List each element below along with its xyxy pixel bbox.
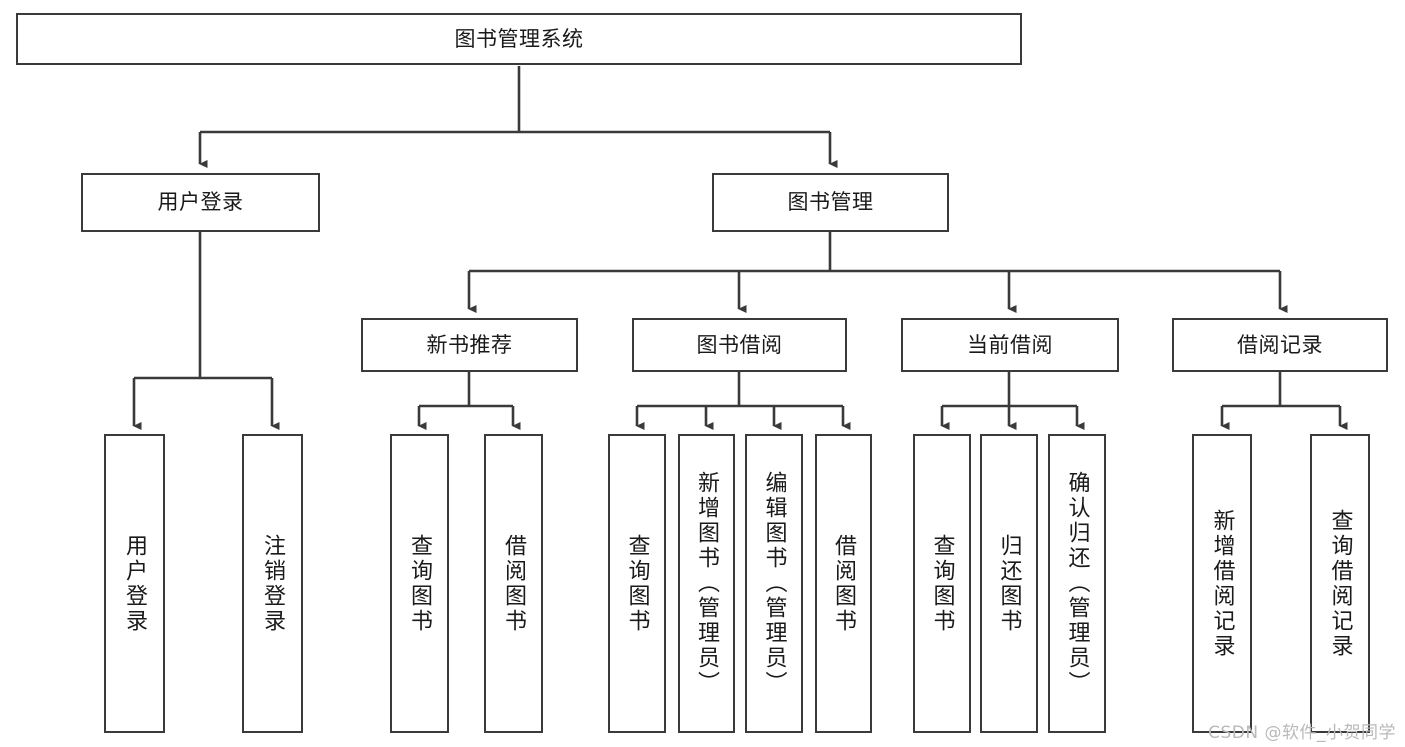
node-leaf-confirm-return-label: 确认归还（管理员） (1064, 471, 1090, 696)
node-user-login-label: 用户登录 (157, 190, 244, 215)
node-leaf-query-book-1-label: 查询图书 (407, 533, 433, 634)
node-leaf-borrow-book-2-label: 借阅图书 (831, 533, 857, 634)
node-leaf-edit-book-label: 编辑图书（管理员） (761, 471, 787, 696)
node-borrow-record-label: 借阅记录 (1237, 332, 1323, 357)
node-leaf-user-logout-label: 注销登录 (260, 533, 286, 634)
node-leaf-query-book-3-label: 查询图书 (929, 533, 955, 634)
node-leaf-query-book-3[interactable]: 查询图书 (913, 434, 971, 733)
node-leaf-query-book-2[interactable]: 查询图书 (608, 434, 666, 733)
node-leaf-query-record-label: 查询借阅记录 (1327, 508, 1353, 659)
node-book-borrow[interactable]: 图书借阅 (632, 318, 847, 372)
node-borrow-record[interactable]: 借阅记录 (1172, 318, 1388, 372)
node-leaf-add-record-label: 新增借阅记录 (1209, 508, 1235, 659)
node-leaf-borrow-book-2[interactable]: 借阅图书 (815, 434, 872, 733)
node-leaf-return-book[interactable]: 归还图书 (980, 434, 1038, 733)
node-leaf-user-login[interactable]: 用户登录 (104, 434, 165, 733)
node-new-book-recommend-label: 新书推荐 (426, 332, 513, 357)
node-leaf-user-logout[interactable]: 注销登录 (242, 434, 303, 733)
node-current-borrow-label: 当前借阅 (967, 332, 1053, 357)
node-leaf-confirm-return[interactable]: 确认归还（管理员） (1048, 434, 1106, 733)
node-leaf-user-login-label: 用户登录 (122, 533, 148, 634)
node-leaf-query-book-1[interactable]: 查询图书 (390, 434, 449, 733)
node-new-book-recommend[interactable]: 新书推荐 (361, 318, 578, 372)
node-leaf-borrow-book-1-label: 借阅图书 (501, 533, 527, 634)
node-book-manage[interactable]: 图书管理 (712, 173, 949, 232)
node-root[interactable]: 图书管理系统 (16, 13, 1022, 65)
node-leaf-return-book-label: 归还图书 (996, 533, 1022, 634)
node-leaf-query-record[interactable]: 查询借阅记录 (1310, 434, 1370, 733)
node-leaf-query-book-2-label: 查询图书 (624, 533, 650, 634)
node-leaf-edit-book[interactable]: 编辑图书（管理员） (745, 434, 803, 733)
node-book-borrow-label: 图书借阅 (696, 332, 783, 357)
node-leaf-add-book-label: 新增图书（管理员） (694, 471, 720, 696)
node-leaf-add-record[interactable]: 新增借阅记录 (1192, 434, 1252, 733)
csdn-watermark: CSDN @软件_小贺同学 (1208, 723, 1396, 743)
node-leaf-borrow-book-1[interactable]: 借阅图书 (484, 434, 543, 733)
node-current-borrow[interactable]: 当前借阅 (901, 318, 1119, 372)
node-leaf-add-book[interactable]: 新增图书（管理员） (678, 434, 735, 733)
node-root-label: 图书管理系统 (454, 26, 584, 51)
node-user-login[interactable]: 用户登录 (81, 173, 320, 232)
node-book-manage-label: 图书管理 (787, 190, 874, 215)
